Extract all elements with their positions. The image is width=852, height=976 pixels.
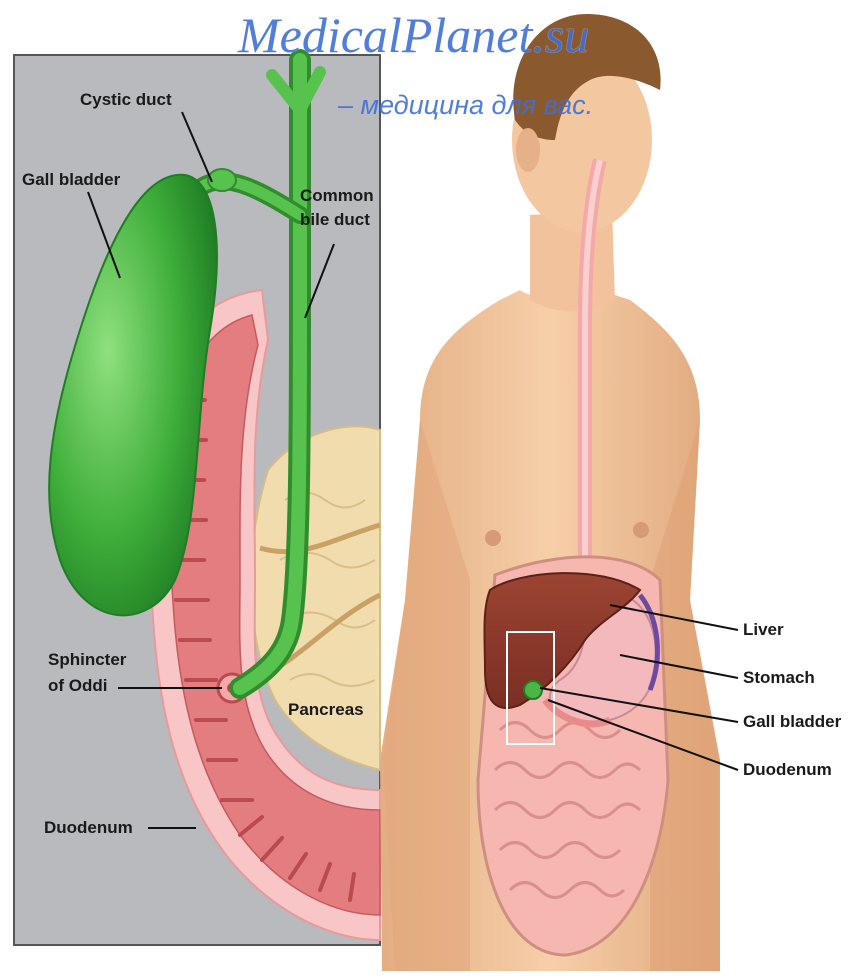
pancreas-label: Pancreas bbox=[288, 700, 364, 720]
inset-duodenum-label: Duodenum bbox=[44, 818, 133, 838]
stomach-label: Stomach bbox=[743, 668, 815, 688]
cystic-duct-label: Cystic duct bbox=[80, 90, 172, 110]
gall-bladder-label: Gall bladder bbox=[22, 170, 120, 190]
watermark-title: MedicalPlanet.su bbox=[238, 6, 589, 64]
body-gall-bladder-label: Gall bladder bbox=[743, 712, 841, 732]
sphincter-label-line1: Sphincter bbox=[48, 650, 126, 670]
ear bbox=[516, 128, 540, 172]
body-duodenum-label: Duodenum bbox=[743, 760, 832, 780]
common-bile-duct-label-line2: bile duct bbox=[300, 210, 370, 230]
small-gall-bladder bbox=[524, 681, 542, 699]
human-figure bbox=[380, 14, 738, 971]
common-bile-duct-label-line1: Common bbox=[300, 186, 374, 206]
sphincter-label-line2: of Oddi bbox=[48, 676, 107, 696]
watermark-subtitle: – медицина для вас. bbox=[338, 90, 593, 121]
liver-label: Liver bbox=[743, 620, 784, 640]
